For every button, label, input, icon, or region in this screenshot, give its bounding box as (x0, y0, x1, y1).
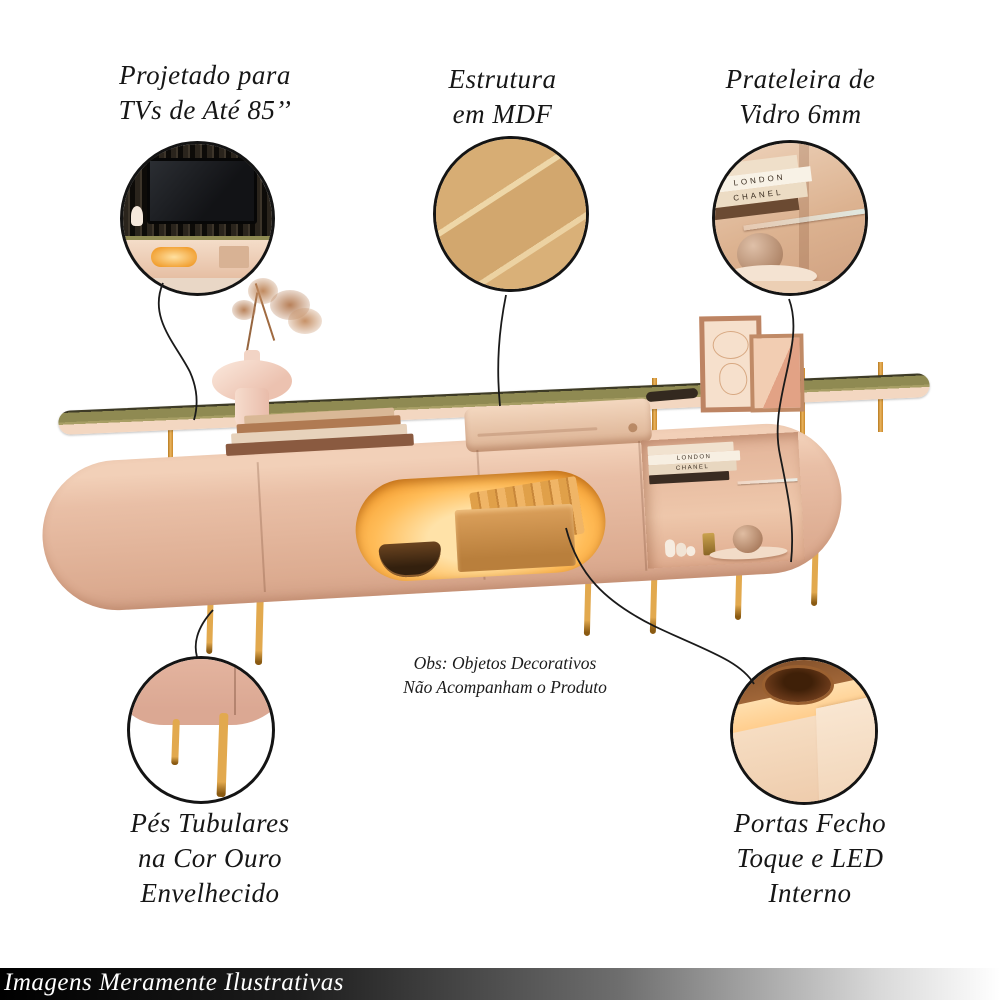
callout-photo-gold-legs (127, 656, 275, 804)
door-seam (234, 659, 236, 715)
decor-candles (664, 534, 696, 558)
product-note: Obs: Objetos Decorativos Não Acompanham … (403, 653, 607, 697)
mini-rack (123, 240, 272, 278)
tv-screen (147, 158, 257, 224)
feature-label-legs: Pés Tubulares na Cor Ouro Envelhecido (130, 808, 290, 909)
side-lamp (131, 206, 143, 226)
cabinet-bottom (130, 659, 272, 725)
cabinet-body: LONDON CHANEL (38, 398, 846, 615)
open-door-panel (815, 689, 875, 802)
callout-photo-tv-wall (120, 141, 275, 296)
footer-text: Imagens Meramente Ilustrativas (4, 969, 344, 996)
callout-line-mdf (497, 294, 507, 407)
book-stack: LONDON CHANEL (647, 441, 745, 490)
footer-bar: Imagens Meramente Ilustrativas (0, 968, 1000, 1000)
feature-label-glass-shelf: Prateleira de Vidro 6mm (725, 64, 876, 130)
decor-bowl (765, 668, 831, 702)
vase (212, 350, 292, 428)
picture-frame-small (749, 333, 805, 413)
feature-label-doors-led: Portas Fecho Toque e LED Interno (733, 808, 887, 909)
cabinet-leg (216, 712, 229, 798)
callout-photo-glass-shelf: LONDON CHANEL (712, 140, 868, 296)
shelf-support-post (652, 378, 657, 450)
callout-photo-mdf-boards (433, 136, 589, 292)
led-lit-opening (352, 467, 609, 584)
feature-label-tv-size: Projetado para TVs de Até 85’’ (118, 60, 292, 126)
feature-label-mdf: Estrutura em MDF (448, 64, 557, 130)
open-compartment: LONDON CHANEL (641, 432, 805, 569)
shelf-support-post (168, 416, 173, 472)
glass-shelf (737, 478, 798, 485)
media-device (463, 398, 653, 453)
callout-line-tv (157, 282, 198, 421)
storage-box (454, 503, 576, 573)
callout-photo-led-door (730, 657, 878, 805)
decor-bowl (378, 541, 443, 579)
cabinet-leg (171, 718, 180, 766)
mini-shelf (123, 236, 272, 240)
door-seam (256, 462, 266, 593)
